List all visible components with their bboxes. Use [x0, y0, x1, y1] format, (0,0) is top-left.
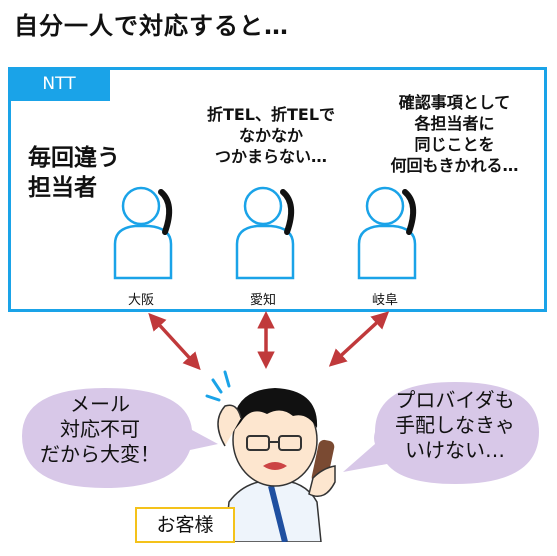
right-note: 確認事項として 各担当者に 同じことを 何回もきかれる… — [390, 93, 519, 175]
arrow-osaka — [148, 312, 201, 371]
arrow-gifu — [328, 311, 390, 367]
location-aichi: 愛知 — [249, 293, 276, 308]
ntt-tab-label: NTT — [8, 67, 110, 101]
left-speech-bubble — [22, 388, 218, 488]
customer-label: お客様 — [135, 507, 235, 543]
operator-osaka — [113, 186, 173, 280]
right-speech-bubble — [343, 382, 539, 484]
right-bubble-text: プロバイダも 手配しなきゃ いけない… — [395, 388, 515, 462]
operator-gifu — [357, 186, 417, 280]
page-title: 自分一人で対応すると… — [14, 12, 289, 40]
left-bubble-text: メール 対応不可 だから大変！ — [40, 392, 160, 466]
left-note: 毎回違う 担当者 — [28, 145, 120, 201]
customer-figure — [205, 370, 336, 542]
location-osaka: 大阪 — [127, 293, 154, 308]
operator-aichi — [235, 186, 295, 280]
location-gifu: 岐阜 — [371, 293, 398, 308]
center-note: 折TEL、折TELで なかなか つかまらない… — [206, 105, 336, 166]
